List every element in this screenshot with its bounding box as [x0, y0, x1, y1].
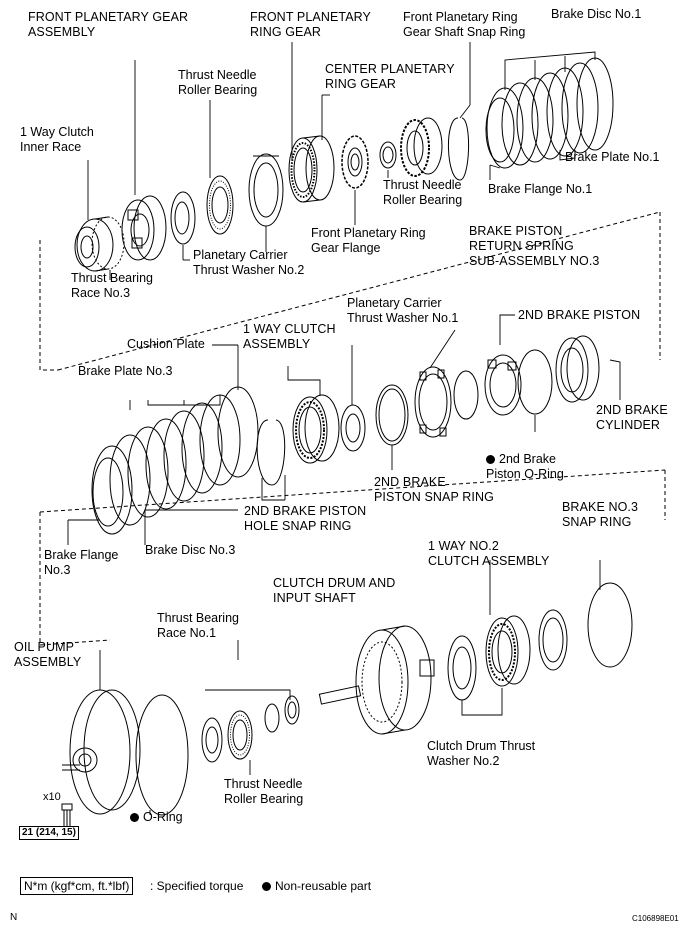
- clutch-drum-and-input-shaft-part: [318, 625, 435, 735]
- label-one-way-no2-clutch-assembly: 1 WAY NO.2 CLUTCH ASSEMBLY: [428, 539, 550, 568]
- label-planetary-carrier-thrust-washer-no1: Planetary Carrier Thrust Washer No.1: [347, 296, 459, 325]
- front-planetary-ring-gear-part: [288, 135, 335, 203]
- non-reusable-dot-icon: [130, 813, 139, 822]
- label-second-brake-piston-o-ring: 2nd Brake Piston O-Ring: [486, 452, 564, 482]
- label-center-planetary-ring-gear: CENTER PLANETARY RING GEAR: [325, 62, 455, 91]
- o-ring-part: [135, 694, 189, 816]
- label-brake-disc-no3: Brake Disc No.3: [145, 543, 236, 557]
- label-front-planetary-ring-gear: FRONT PLANETARY RING GEAR: [250, 10, 371, 39]
- footer-left-mark: N: [10, 912, 18, 923]
- label-x10: x10: [43, 791, 61, 803]
- label-thrust-needle-roller-bearing-bottom: Thrust Needle Roller Bearing: [224, 777, 304, 806]
- label-planetary-carrier-thrust-washer-no2: Planetary Carrier Thrust Washer No.2: [193, 248, 305, 277]
- label-second-brake-piston-hole-snap-ring: 2ND BRAKE PISTON HOLE SNAP RING: [244, 504, 367, 533]
- legend-non-reusable: Non-reusable part: [262, 879, 371, 894]
- brake-piston-return-spring-part: [414, 366, 452, 438]
- label-brake-flange-no3: Brake Flange No.3: [44, 548, 119, 577]
- one-way-no2-clutch-assembly-part: [485, 615, 531, 687]
- small-races-part: [264, 695, 300, 733]
- thrust-bearing-race-no3-part: [170, 191, 196, 245]
- label-one-way-clutch-inner-race: 1 Way Clutch Inner Race: [20, 125, 94, 154]
- clutch-drum-thrust-washer-no2-part: [447, 635, 477, 701]
- label-cushion-plate: Cushion Plate: [127, 337, 205, 351]
- oil-pump-assembly-part: [62, 689, 141, 815]
- label-o-ring: O-Ring: [130, 810, 183, 825]
- dashed-guide-middle: [39, 469, 666, 646]
- brake-no3-snap-ring-part: [587, 582, 633, 668]
- brake-disc-no3-stack: [91, 386, 259, 535]
- torque-value-box: 21 (214, 15): [19, 826, 79, 840]
- label-one-way-clutch-assembly: 1 WAY CLUTCH ASSEMBLY: [243, 322, 336, 351]
- second-brake-cylinder-part: [555, 335, 600, 403]
- label-brake-disc-no1: Brake Disc No.1: [551, 7, 642, 21]
- non-reusable-dot-icon: [486, 455, 495, 464]
- legend-non-reusable-text: Non-reusable part: [275, 879, 372, 893]
- planetary-carrier-thrust-washer-no1-part: [340, 404, 366, 452]
- label-front-planetary-ring-gear-flange: Front Planetary Ring Gear Flange: [311, 226, 426, 255]
- thrust-needle-roller-bearing-top-part: [206, 175, 234, 235]
- clutch-ring-part: [538, 609, 568, 671]
- center-planetary-ring-gear-part: [400, 117, 443, 177]
- label-clutch-drum-and-input-shaft: CLUTCH DRUM AND INPUT SHAFT: [273, 576, 396, 605]
- label-second-brake-cylinder: 2ND BRAKE CYLINDER: [596, 403, 668, 432]
- second-brake-piston-o-ring-part: [517, 349, 553, 415]
- label-second-brake-piston: 2ND BRAKE PISTON: [518, 308, 641, 322]
- thrust-needle-roller-bearing-bottom-part: [227, 710, 253, 760]
- label-second-brake-piston-o-ring-text: 2nd Brake Piston O-Ring: [486, 452, 564, 481]
- label-o-ring-text: O-Ring: [143, 810, 183, 824]
- bolt-part: [61, 803, 73, 826]
- one-way-clutch-inner-race-part: [74, 216, 125, 272]
- one-way-clutch-assembly-part: [292, 394, 340, 464]
- label-thrust-needle-roller-bearing-top: Thrust Needle Roller Bearing: [178, 68, 258, 97]
- thrust-bearing-race-no1-part: [201, 717, 223, 763]
- label-oil-pump-assembly: OIL PUMP ASSEMBLY: [14, 640, 82, 669]
- thrust-needle-roller-bearing-mid-part: [379, 141, 397, 169]
- label-front-planetary-ring-gear-shaft-snap-ring: Front Planetary Ring Gear Shaft Snap Rin…: [403, 10, 526, 39]
- label-thrust-bearing-race-no1: Thrust Bearing Race No.1: [157, 611, 239, 640]
- label-brake-no3-snap-ring: BRAKE NO.3 SNAP RING: [562, 500, 639, 529]
- second-brake-piston-part: [453, 354, 522, 420]
- label-thrust-bearing-race-no3: Thrust Bearing Race No.3: [71, 271, 153, 300]
- label-thrust-needle-roller-bearing-mid: Thrust Needle Roller Bearing: [383, 178, 463, 207]
- label-brake-piston-return-spring: BRAKE PISTON RETURN SPRING SUB-ASSEMBLY …: [469, 224, 600, 268]
- second-brake-piston-hole-snap-ring-part: [256, 419, 286, 486]
- label-second-brake-piston-snap-ring: 2ND BRAKE PISTON SNAP RING: [374, 475, 494, 504]
- non-reusable-dot-icon: [262, 882, 271, 891]
- front-planetary-ring-gear-shaft-snap-ring-part: [448, 117, 470, 181]
- dashed-guide-top: [39, 211, 661, 371]
- figure-id: C106898E01: [632, 914, 679, 923]
- label-clutch-drum-thrust-washer-no2: Clutch Drum Thrust Washer No.2: [427, 739, 536, 768]
- planetary-carrier-thrust-washer-no2-part: [248, 153, 284, 227]
- label-front-planetary-gear-assembly: FRONT PLANETARY GEAR ASSEMBLY: [28, 10, 189, 39]
- label-brake-flange-no1: Brake Flange No.1: [488, 182, 593, 196]
- legend-torque-text: : Specified torque: [150, 879, 244, 893]
- legend-torque-unit-box: N*m (kgf*cm, ft.*lbf): [20, 877, 134, 895]
- label-brake-plate-no1: Brake Plate No.1: [565, 150, 660, 164]
- front-planetary-gear-part: [121, 195, 167, 261]
- leader-lines: [67, 42, 621, 815]
- label-brake-plate-no3: Brake Plate No.3: [78, 364, 173, 378]
- second-brake-piston-snap-ring-part: [375, 384, 409, 446]
- front-planetary-ring-gear-flange-part: [341, 135, 369, 189]
